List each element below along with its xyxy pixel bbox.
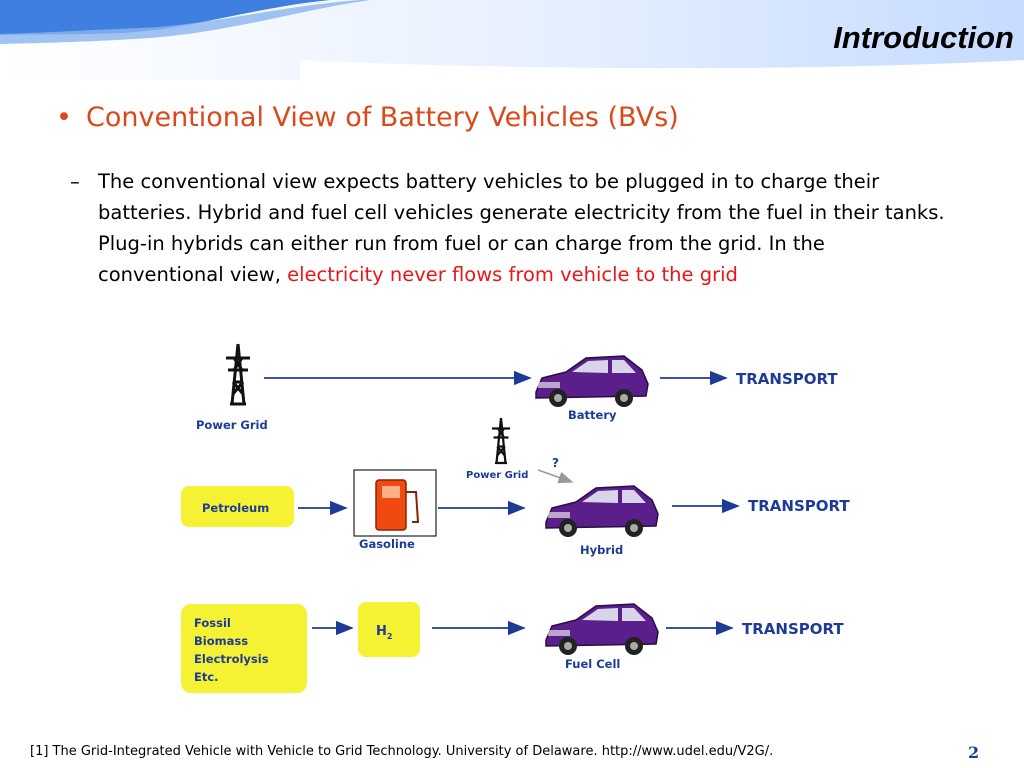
v2g-diagram: Power Grid Battery TRANSPORT Power Grid … bbox=[181, 342, 850, 693]
hybrid-car-icon bbox=[545, 485, 659, 538]
source-etc: Etc. bbox=[194, 670, 219, 684]
body-text: The conventional view expects battery ve… bbox=[98, 170, 945, 286]
h2-label: H2 bbox=[376, 624, 392, 641]
question-mark: ? bbox=[552, 456, 559, 470]
gasoline-label: Gasoline bbox=[359, 537, 415, 551]
fuel-cell-label: Fuel Cell bbox=[565, 657, 620, 671]
petroleum-box bbox=[181, 486, 294, 527]
power-grid-label: Power Grid bbox=[196, 418, 268, 432]
source-electrolysis: Electrolysis bbox=[194, 652, 269, 666]
page-number: 2 bbox=[968, 743, 980, 762]
battery-label: Battery bbox=[568, 408, 617, 422]
bullet-heading: • Conventional View of Battery Vehicles (… bbox=[56, 102, 679, 133]
source-biomass: Biomass bbox=[194, 634, 248, 648]
fuelcell-car-icon bbox=[545, 603, 659, 656]
source-fossil: Fossil bbox=[194, 616, 231, 630]
bullet-marker: • bbox=[56, 102, 72, 133]
small-tower-icon bbox=[490, 416, 512, 465]
bullet-text: Conventional View of Battery Vehicles (B… bbox=[86, 102, 679, 133]
petroleum-label: Petroleum bbox=[202, 501, 269, 515]
body-highlight: electricity never flows from vehicle to … bbox=[287, 263, 738, 286]
tower-icon bbox=[224, 342, 252, 406]
transport-label-2: TRANSPORT bbox=[748, 497, 850, 515]
transport-label-3: TRANSPORT bbox=[742, 620, 844, 638]
battery-car-icon bbox=[535, 355, 649, 408]
slide-title: Introduction bbox=[833, 20, 1014, 55]
power-grid-small-label: Power Grid bbox=[466, 470, 528, 481]
sources-box bbox=[181, 604, 307, 693]
gas-pump-icon bbox=[353, 469, 437, 537]
grid-to-hybrid-arrow bbox=[537, 469, 574, 484]
hybrid-label: Hybrid bbox=[580, 543, 623, 557]
transport-label-1: TRANSPORT bbox=[736, 370, 838, 388]
body-paragraph: – The conventional view expects battery … bbox=[70, 166, 950, 290]
footnote: [1] The Grid-Integrated Vehicle with Veh… bbox=[30, 744, 774, 759]
h2-box bbox=[358, 602, 420, 657]
dash-marker: – bbox=[70, 170, 80, 193]
title-banner bbox=[0, 0, 1024, 80]
